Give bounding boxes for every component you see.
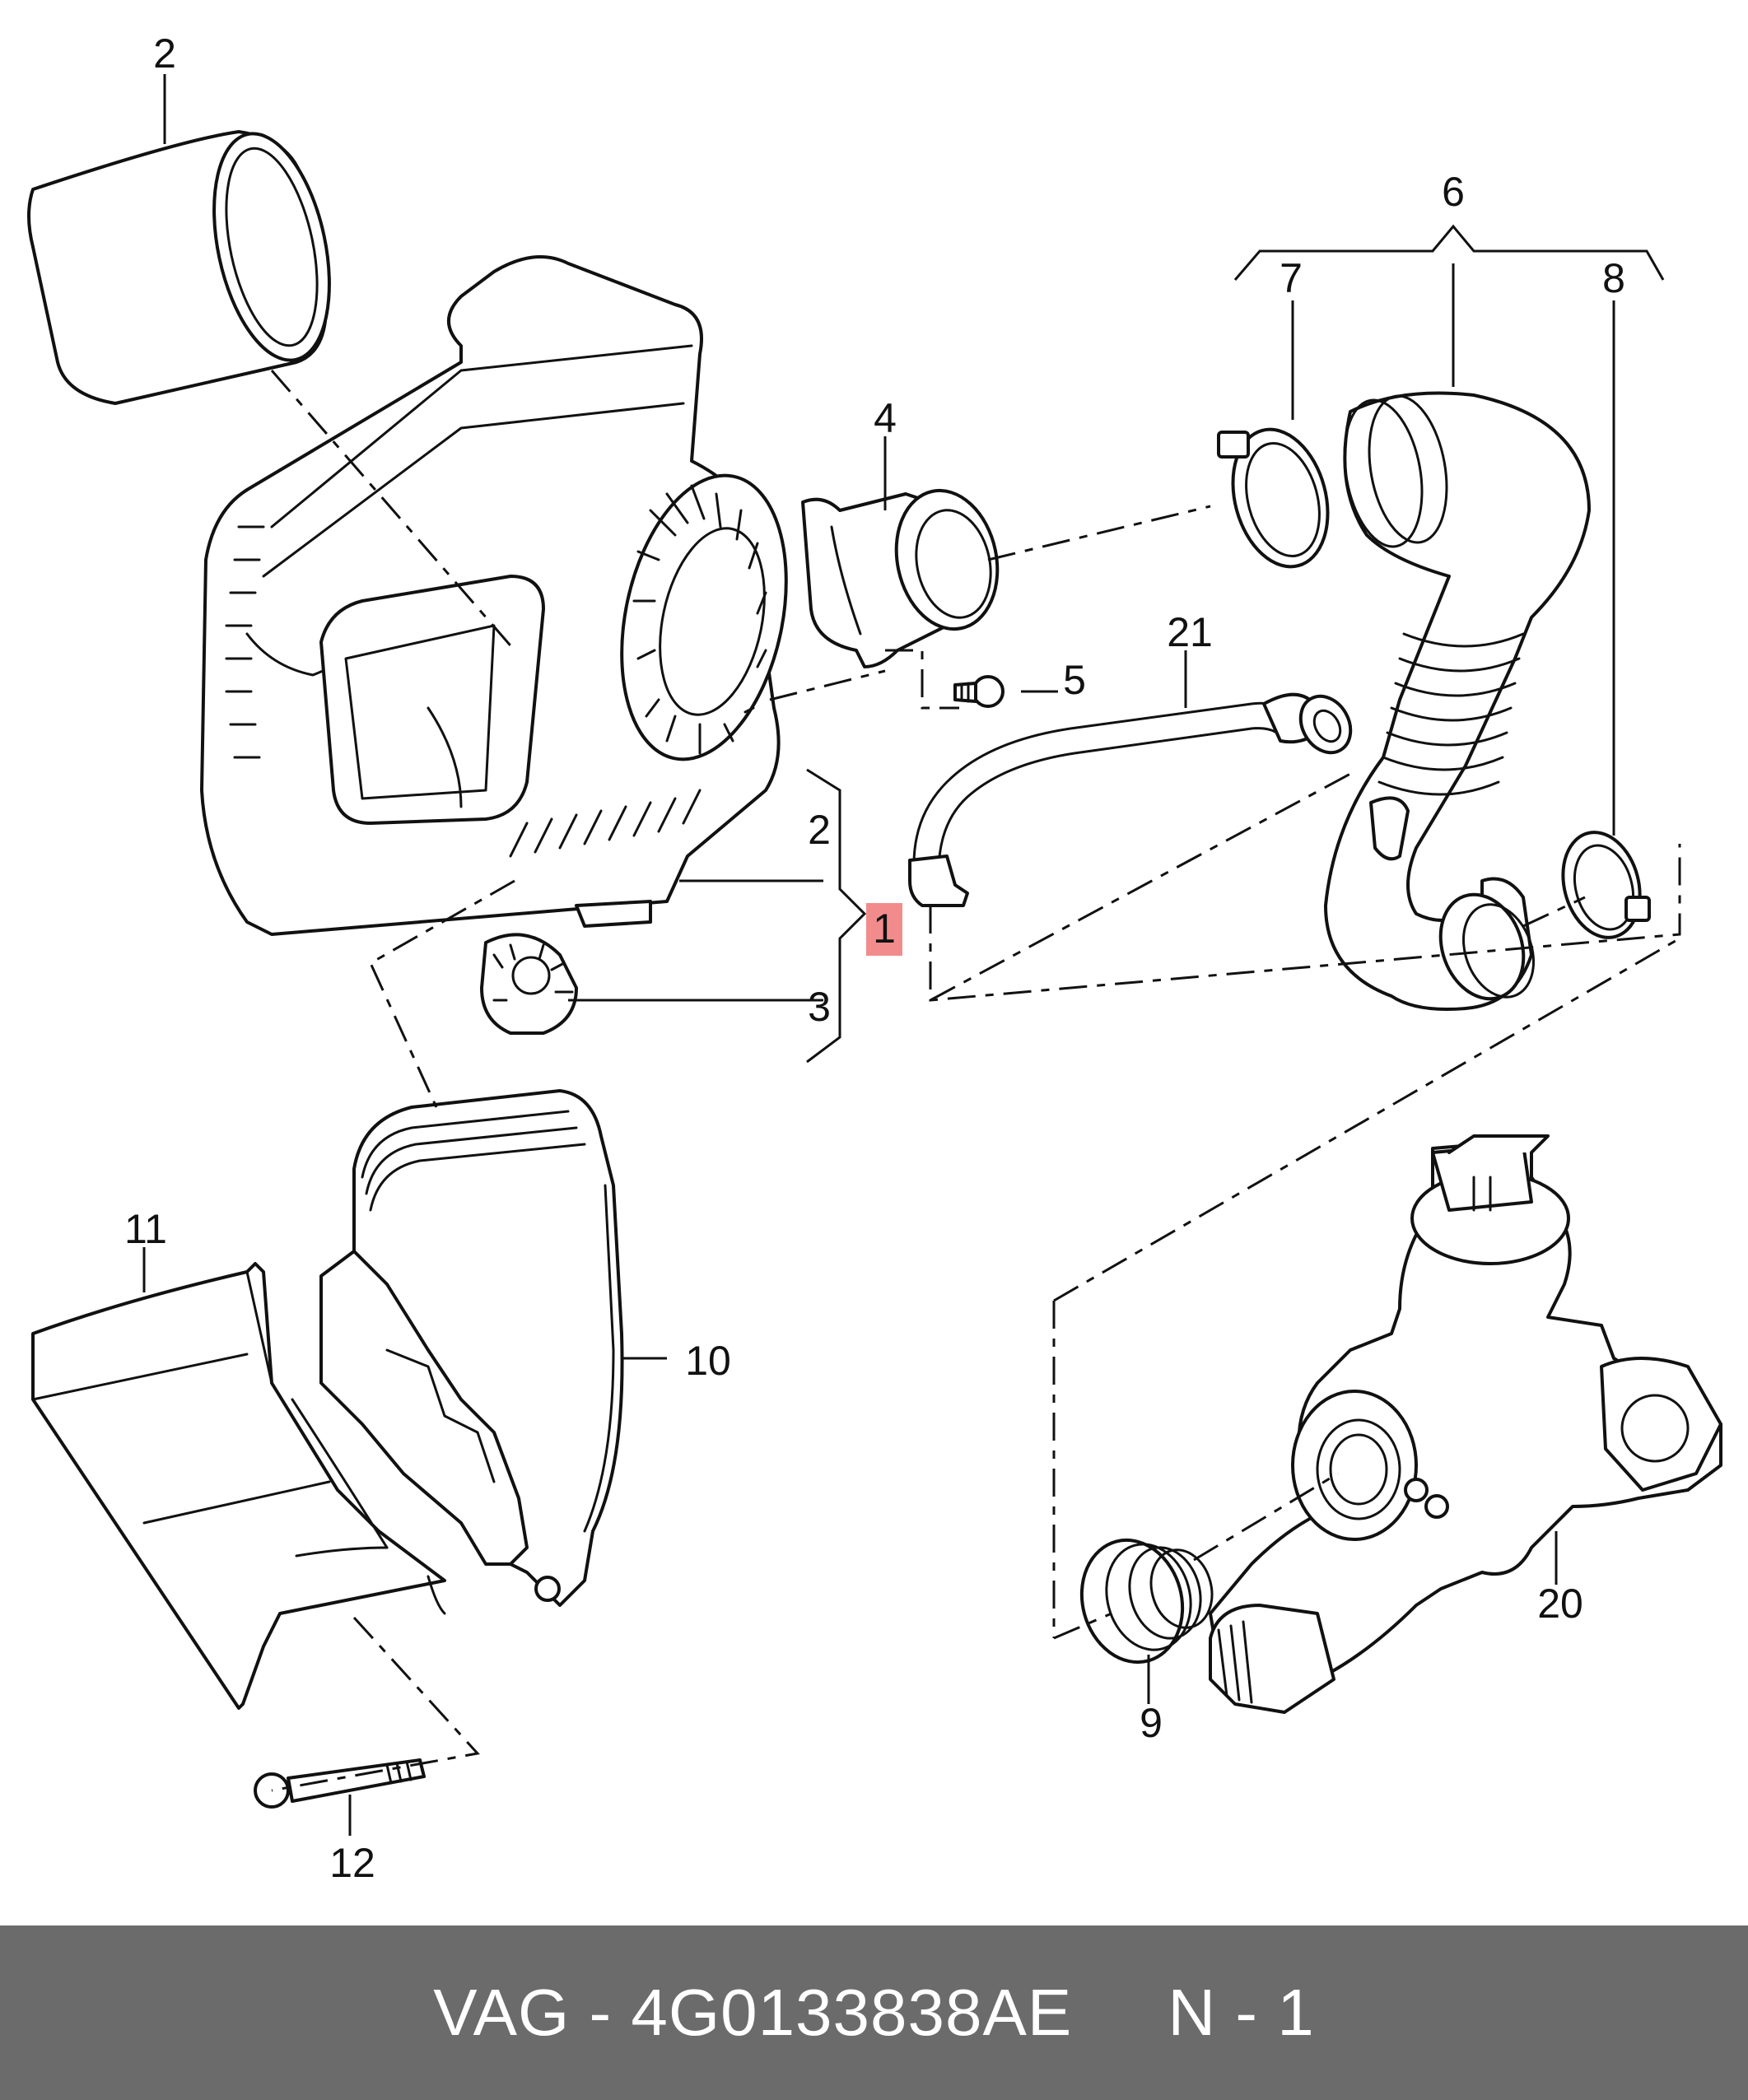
part-21-vent-hose — [908, 692, 1353, 907]
part-2-filter-element — [27, 130, 331, 405]
callout-12[interactable]: 12 — [329, 1840, 375, 1886]
callout-1[interactable]: 1 — [873, 906, 896, 952]
callout-3[interactable]: 3 — [808, 984, 831, 1030]
footer-part-number: VAG - 4G0133838AE N - 1 — [433, 1976, 1315, 2049]
callout-6[interactable]: 6 — [1442, 169, 1465, 215]
part-7-hose-clamp — [1217, 427, 1330, 569]
part-8-hose-clamp — [1561, 831, 1651, 939]
callout-20[interactable]: 20 — [1537, 1581, 1583, 1627]
callout-2-top[interactable]: 2 — [153, 30, 176, 77]
part-number-footer: VAG - 4G0133838AE N - 1 — [0, 1925, 1748, 2100]
callout-labels: 1 2 2 3 4 5 6 7 8 9 10 11 12 20 21 — [124, 30, 1625, 1886]
part-20-turbocharger — [1209, 1134, 1722, 1714]
callout-5[interactable]: 5 — [1063, 657, 1086, 703]
part-3-drain-valve — [480, 933, 578, 1035]
part-9-seal-ring — [1079, 1538, 1214, 1665]
callout-4[interactable]: 4 — [874, 395, 897, 441]
callout-2-bracket[interactable]: 2 — [808, 807, 831, 853]
part-11-air-guide — [31, 1262, 446, 1710]
callout-21[interactable]: 21 — [1167, 609, 1213, 655]
parts-diagram: 1 2 2 3 4 5 6 7 8 9 10 11 12 20 21 — [27, 30, 1722, 1886]
part-6-intake-hose — [1324, 391, 1591, 1011]
part-4-adapter — [801, 488, 1000, 668]
callout-8[interactable]: 8 — [1602, 255, 1625, 301]
callout-9[interactable]: 9 — [1140, 1700, 1163, 1746]
dash-dot-lines — [270, 370, 1681, 1792]
part-1-air-filter-housing — [200, 255, 788, 936]
part-5-screw — [953, 675, 1005, 708]
callout-11[interactable]: 11 — [124, 1206, 167, 1252]
leader-lines — [142, 74, 1665, 1836]
callout-10[interactable]: 10 — [685, 1338, 731, 1384]
callout-1-highlight — [866, 903, 902, 956]
part-10-intake-duct — [319, 1089, 624, 1607]
callout-7[interactable]: 7 — [1280, 255, 1303, 301]
